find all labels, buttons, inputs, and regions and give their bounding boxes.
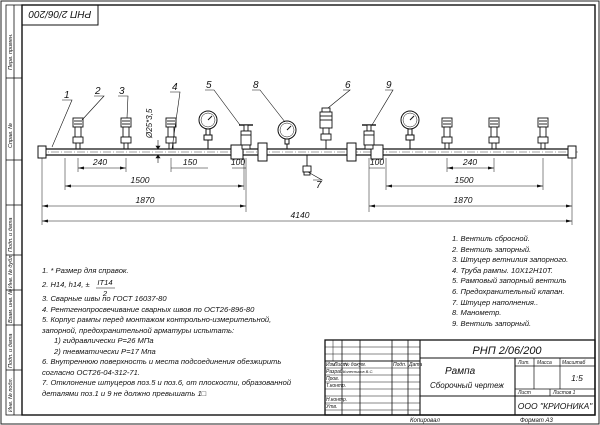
dim-150: 150 <box>183 157 197 167</box>
tb-title: Рампа <box>445 366 476 377</box>
manometers <box>198 110 420 149</box>
tolerance-denominator: 2 <box>102 289 108 298</box>
note-7: 7. Отклонение штуцеров поз.5 и поз.6, от… <box>42 378 292 387</box>
callout-9: 9 <box>386 80 392 91</box>
tb-date: Дата <box>408 362 422 368</box>
tb-doc-code: РНП 2/06/200 <box>472 345 542 357</box>
diameter-mark <box>155 140 161 163</box>
tb-tkontr: Т.контр. <box>326 383 346 389</box>
tb-sign: Подп. <box>393 362 406 368</box>
note-4: 4. Рентгенопросвечивание сварных швов по… <box>42 304 255 314</box>
callout-3: 3 <box>119 86 125 97</box>
strip-perv: Перв. примен. <box>8 33 14 70</box>
ramp-stop-valves <box>239 124 376 150</box>
part-5: 5. Рамповый запорный вентиль <box>452 276 567 286</box>
tb-company: ООО "КРИОНИКА" <box>518 401 593 411</box>
part-8: 8. Манометр. <box>452 308 502 318</box>
dim-240-right: 240 <box>462 157 477 167</box>
technical-notes: 1. * Размер для справок. 2. H14, h14, ± … <box>42 266 372 399</box>
dim-4140: 4140 <box>291 210 310 220</box>
footer-copied: Копировал <box>410 418 440 424</box>
callout-leaders <box>51 89 394 181</box>
dim-100-left: 100 <box>231 157 245 167</box>
callout-7: 7 <box>316 180 322 191</box>
dim-100-right: 100 <box>370 157 384 167</box>
title-block-grid <box>324 339 596 416</box>
dimension-arrows <box>42 166 572 223</box>
part-4: 4. Труба рампы. 10Х12Н10Т. <box>452 265 553 275</box>
tb-lit: Лит. <box>517 360 530 366</box>
diameter-label: Ø25*3,5 <box>145 108 154 139</box>
strip-podp-data-1: Подп. и дата <box>8 218 14 252</box>
tb-sheets: Листов 1 <box>552 390 576 396</box>
parts-list: 1. Вентиль сбросной. 2. Вентиль запорный… <box>452 234 592 329</box>
note-6-cont: согласно ОСТ26-04-312-71. <box>42 367 140 377</box>
part-3: 3. Штуцер ветнилия запорного. <box>452 255 569 265</box>
part-2: 2. Вентиль запорный. <box>452 244 532 254</box>
tb-list-col: Лист <box>333 362 347 368</box>
small-valves <box>72 117 549 149</box>
note-7-cont: деталями поз.1 и 9 не должно превышать 1… <box>42 388 207 398</box>
main-pipe <box>38 148 578 156</box>
tb-nkontr: Н.контр. <box>326 397 347 403</box>
tb-izm: Изм. <box>326 362 337 368</box>
tb-utv: Утв. <box>326 404 337 410</box>
note-5-2: 2) пневматически P=17 Мпа <box>54 346 156 356</box>
dim-240-left: 240 <box>92 157 107 167</box>
tolerance-fraction: IT14 2 <box>96 278 115 298</box>
pipe-end-fittings <box>37 142 577 162</box>
note-2: 2. H14, h14, ± <box>42 279 90 289</box>
callout-6: 6 <box>345 80 351 91</box>
dim-1870-left: 1870 <box>136 195 155 205</box>
strip-sprav: Справ. № <box>8 123 14 148</box>
footer-format: Формат А3 <box>520 418 553 424</box>
note-6: 6. Внутреннюю поверхность и места подсое… <box>42 357 282 366</box>
tb-masshtab: Масштаб <box>562 360 586 366</box>
note-1: 1. * Размер для справок. <box>42 266 129 275</box>
strip-podp-data-2: Подп. и дата <box>8 334 14 368</box>
strip-inv-podl: Инв. № подл. <box>8 378 14 412</box>
part-1: 1. Вентиль сбросной. <box>452 234 530 243</box>
safety-valve <box>319 107 333 149</box>
tb-scale: 1:5 <box>571 373 583 383</box>
note-5: 5. Корпус рампы перед монтажом контрольн… <box>42 315 272 324</box>
dim-1500-right: 1500 <box>455 175 474 185</box>
dim-1870-right: 1870 <box>454 195 473 205</box>
tolerance-numerator: IT14 <box>97 278 112 287</box>
callout-5: 5 <box>206 80 212 91</box>
note-5-cont: запорной, предохранительной арматуры исп… <box>42 325 235 335</box>
callout-1: 1 <box>64 90 70 101</box>
filling-fitting <box>302 155 312 176</box>
callout-8: 8 <box>253 80 259 91</box>
tb-prov: Пров. <box>326 376 339 382</box>
callout-4: 4 <box>172 82 178 93</box>
dim-1500-left: 1500 <box>131 175 150 185</box>
tb-subtitle: Сборочный чертеж <box>430 381 504 390</box>
strip-vzam-inv: Взам. инв. № <box>8 289 14 323</box>
tb-doc-no: № докум. <box>344 362 366 368</box>
part-6: 6. Предохранительный клапан. <box>452 286 565 296</box>
tb-developer: Колесников В.С. <box>343 369 373 374</box>
stamp-code: РНП 2/06/200 <box>28 8 91 19</box>
dimension-lines <box>41 158 573 225</box>
tb-mass: Масса <box>537 360 552 366</box>
part-7: 7. Штуцер наполнения.. <box>452 297 539 307</box>
left-strip <box>5 4 23 416</box>
callout-2: 2 <box>94 86 101 97</box>
strip-inv-dubl: Инв. № дубл. <box>8 254 14 288</box>
tb-razrab: Разраб. <box>326 369 344 375</box>
part-9: 9. Вентиль запорный. <box>452 318 532 328</box>
note-5-1: 1) гидравлически P=26 МПа <box>54 336 154 345</box>
tb-sheet: Лист <box>517 390 531 396</box>
note-3: 3. Сварные швы по ГОСТ 16037-80 <box>42 294 167 303</box>
